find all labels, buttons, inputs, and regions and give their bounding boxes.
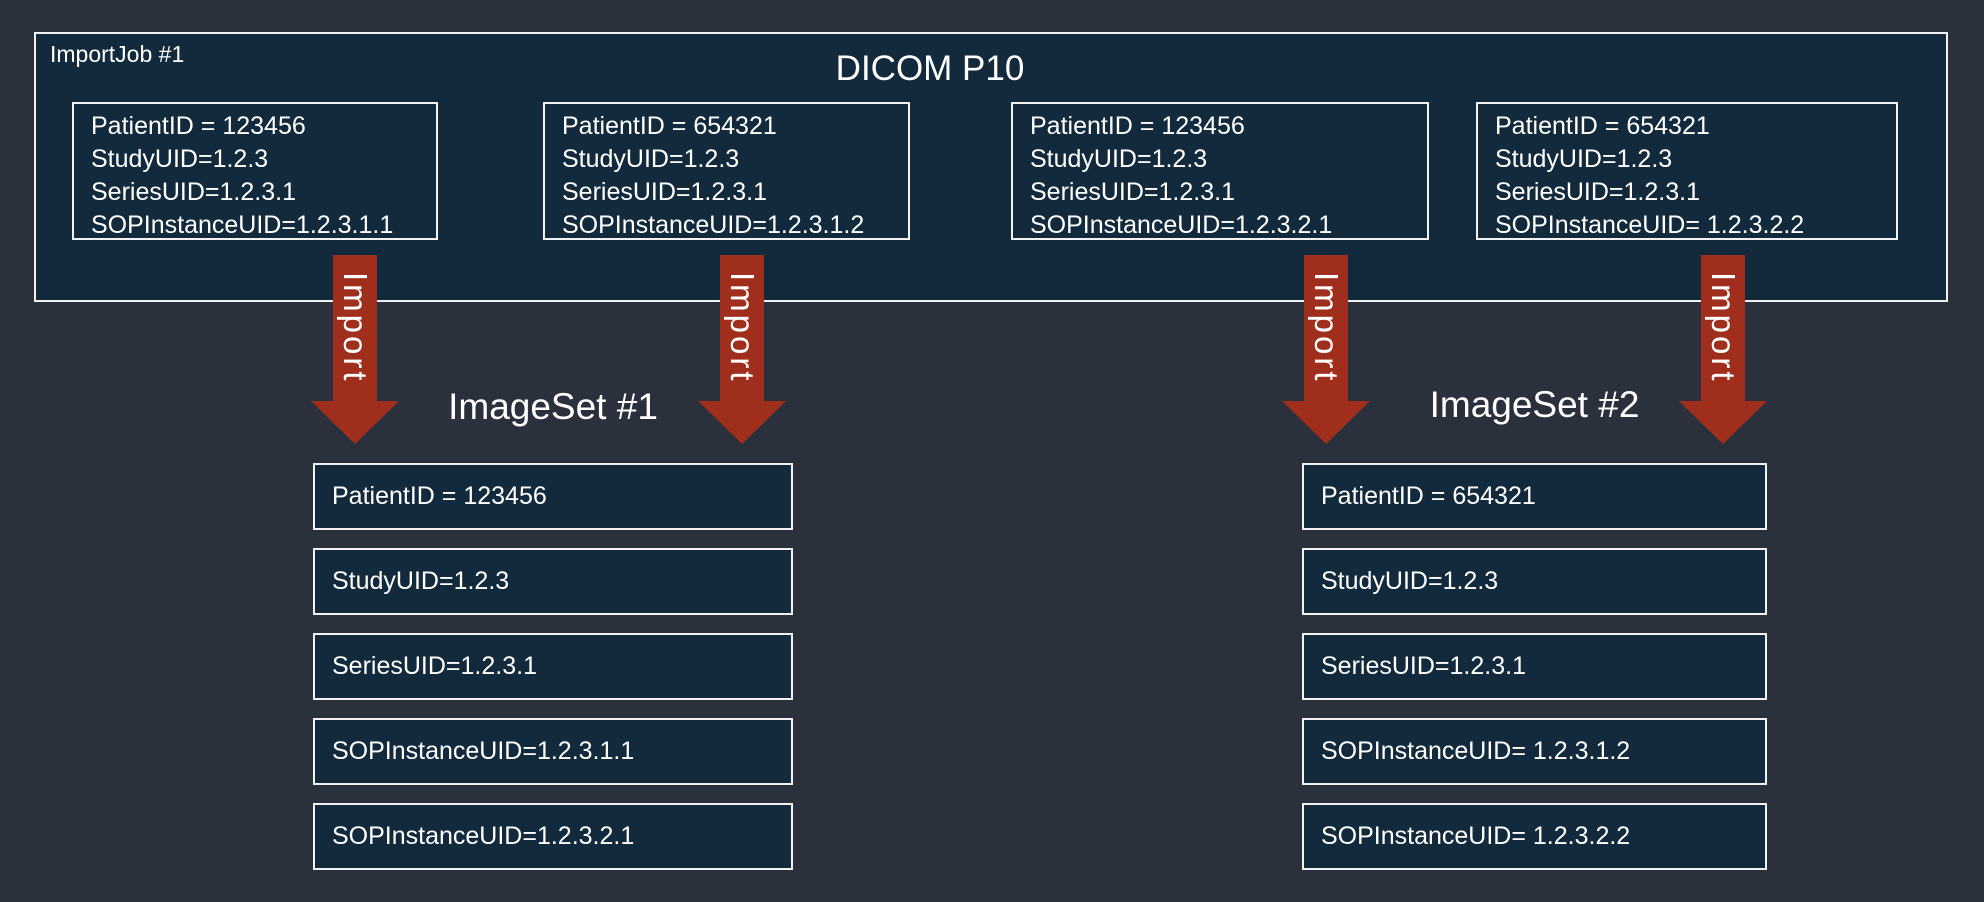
- arrow-shaft: Import: [1701, 255, 1745, 401]
- dicom-attr-line: StudyUID=1.2.3: [562, 145, 740, 173]
- imageset-2-title: ImageSet #2: [1429, 384, 1640, 425]
- imageset-1-box-sop-1: SOPInstanceUID=1.2.3.1.1: [313, 718, 793, 785]
- dicom-attr-line: SeriesUID=1.2.3.1: [562, 178, 767, 206]
- import-arrow-label: Import: [1308, 272, 1345, 384]
- imageset-2-box-series: SeriesUID=1.2.3.1: [1302, 633, 1767, 700]
- imageset-1-box-sop-2: SOPInstanceUID=1.2.3.2.1: [313, 803, 793, 870]
- dicom-attr-line: StudyUID=1.2.3: [1495, 145, 1673, 173]
- import-arrow-label: Import: [1705, 272, 1742, 384]
- imageset-2-box-study: StudyUID=1.2.3: [1302, 548, 1767, 615]
- imageset-box-text: SOPInstanceUID=1.2.3.2.1: [332, 822, 635, 850]
- arrow-down-icon: [1679, 401, 1767, 444]
- import-arrow-3: Import: [1282, 255, 1370, 444]
- dicom-attr-line: StudyUID=1.2.3: [91, 145, 269, 173]
- imageset-2-box-sop-2: SOPInstanceUID= 1.2.3.2.2: [1302, 803, 1767, 870]
- dicom-attr-line: SOPInstanceUID=1.2.3.1.2: [562, 211, 865, 239]
- imageset-1-box-study: StudyUID=1.2.3: [313, 548, 793, 615]
- imageset-1-box-series: SeriesUID=1.2.3.1: [313, 633, 793, 700]
- dicom-attr-line: PatientID = 654321: [562, 112, 777, 140]
- dicom-attr-line: PatientID = 123456: [91, 112, 306, 140]
- imageset-box-text: StudyUID=1.2.3: [332, 567, 510, 595]
- import-arrow-label: Import: [724, 272, 761, 384]
- imageset-box-text: SeriesUID=1.2.3.1: [1321, 652, 1526, 680]
- imageset-2-box-patient: PatientID = 654321: [1302, 463, 1767, 530]
- dicom-attr-line: SOPInstanceUID=1.2.3.2.1: [1030, 211, 1333, 239]
- imageset-box-text: SeriesUID=1.2.3.1: [332, 652, 537, 680]
- dicom-attr-line: SeriesUID=1.2.3.1: [1030, 178, 1235, 206]
- dicom-p10-title: DICOM P10: [835, 49, 1025, 88]
- arrow-shaft: Import: [720, 255, 764, 401]
- dicom-object-box-4: PatientID = 654321 StudyUID=1.2.3 Series…: [1476, 102, 1898, 240]
- imageset-box-text: PatientID = 123456: [332, 482, 547, 510]
- dicom-attr-line: StudyUID=1.2.3: [1030, 145, 1208, 173]
- imageset-box-text: StudyUID=1.2.3: [1321, 567, 1499, 595]
- arrow-down-icon: [1282, 401, 1370, 444]
- imageset-box-text: SOPInstanceUID=1.2.3.1.1: [332, 737, 635, 765]
- dicom-object-box-1: PatientID = 123456 StudyUID=1.2.3 Series…: [72, 102, 438, 240]
- dicom-attr-line: SOPInstanceUID=1.2.3.1.1: [91, 211, 394, 239]
- arrow-shaft: Import: [333, 255, 377, 401]
- imageset-box-text: SOPInstanceUID= 1.2.3.2.2: [1321, 822, 1631, 850]
- dicom-attr-line: SOPInstanceUID= 1.2.3.2.2: [1495, 211, 1805, 239]
- imageset-1-box-patient: PatientID = 123456: [313, 463, 793, 530]
- dicom-attr-line: PatientID = 123456: [1030, 112, 1245, 140]
- dicom-attr-line: SeriesUID=1.2.3.1: [91, 178, 296, 206]
- import-arrow-label: Import: [337, 272, 374, 384]
- import-arrow-1: Import: [311, 255, 399, 444]
- import-job-label: ImportJob #1: [50, 41, 185, 67]
- imageset-1-title: ImageSet #1: [448, 386, 658, 427]
- arrow-shaft: Import: [1304, 255, 1348, 401]
- dicom-object-box-3: PatientID = 123456 StudyUID=1.2.3 Series…: [1011, 102, 1429, 240]
- import-arrow-4: Import: [1679, 255, 1767, 444]
- import-arrow-2: Import: [698, 255, 786, 444]
- imageset-box-text: SOPInstanceUID= 1.2.3.1.2: [1321, 737, 1631, 765]
- dicom-object-box-2: PatientID = 654321 StudyUID=1.2.3 Series…: [543, 102, 910, 240]
- imageset-box-text: PatientID = 654321: [1321, 482, 1536, 510]
- imageset-2-box-sop-1: SOPInstanceUID= 1.2.3.1.2: [1302, 718, 1767, 785]
- arrow-down-icon: [698, 401, 786, 444]
- dicom-attr-line: SeriesUID=1.2.3.1: [1495, 178, 1700, 206]
- arrow-down-icon: [311, 401, 399, 444]
- dicom-attr-line: PatientID = 654321: [1495, 112, 1710, 140]
